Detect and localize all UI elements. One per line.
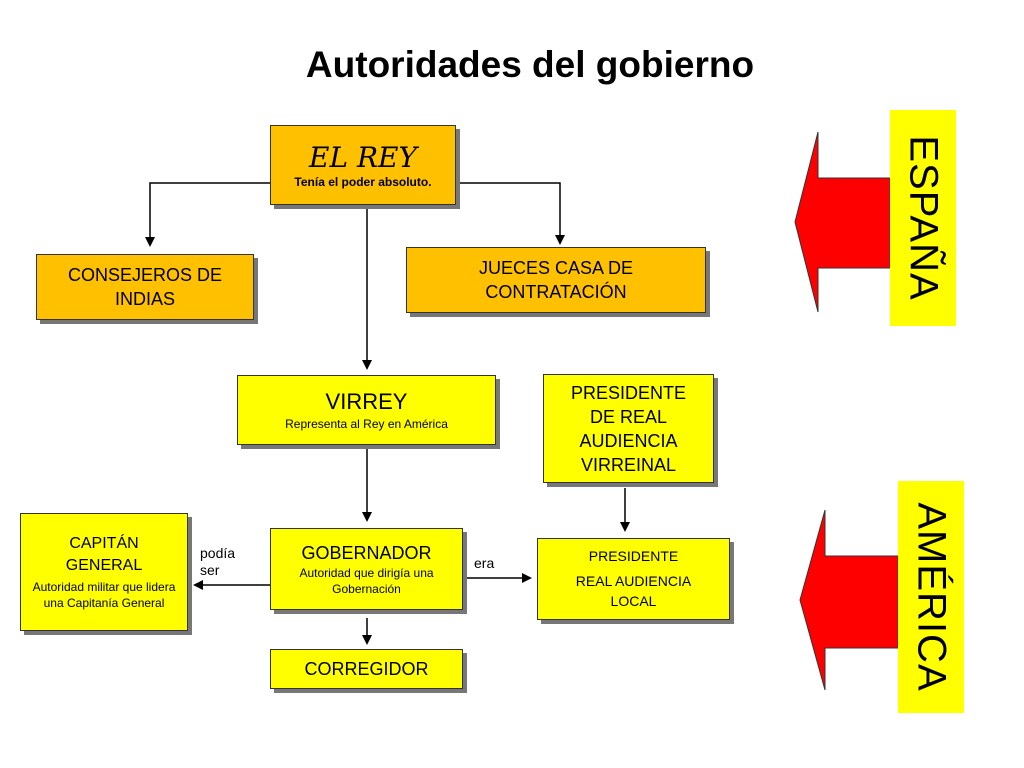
region-label-america: AMÉRICA (909, 502, 954, 692)
node-presidente-virreinal-name: PRESIDENTE DE REAL AUDIENCIA VIRREINAL (570, 382, 687, 475)
node-rey-desc: Tenía el poder absoluto. (294, 175, 432, 189)
arrow-rey-to-jueces (456, 182, 565, 245)
node-presidente-local-line1: PRESIDENTE (588, 548, 679, 564)
node-rey-name: EL REY (309, 141, 417, 174)
node-presidente-virreinal: PRESIDENTE DE REAL AUDIENCIA VIRREINAL (543, 374, 714, 483)
node-capitan: CAPITÁN GENERAL Autoridad militar que li… (20, 513, 188, 631)
node-gobernador-name: GOBERNADOR (301, 543, 432, 563)
node-capitan-name: CAPITÁN GENERAL (65, 535, 143, 574)
node-gobernador-desc: Autoridad que dirigía una Gobernación (299, 566, 434, 596)
node-jueces: JUECES CASA DE CONTRATACIÓN (406, 247, 706, 313)
node-rey: EL REY Tenía el poder absoluto. (270, 125, 456, 205)
red-arrow-espana (794, 131, 891, 313)
region-label-espana: ESPAÑA (901, 135, 946, 301)
region-panel-espana: ESPAÑA (890, 110, 956, 326)
red-arrow-america (799, 509, 899, 691)
node-corregidor-name: CORREGIDOR (304, 659, 429, 679)
arrow-rey-to-consejeros (145, 182, 270, 247)
node-consejeros-name: CONSEJEROS DE INDIAS (67, 265, 223, 309)
node-consejeros: CONSEJEROS DE INDIAS (36, 254, 254, 320)
node-corregidor: CORREGIDOR (270, 649, 463, 689)
node-virrey: VIRREY Representa al Rey en América (237, 375, 496, 445)
region-panel-america: AMÉRICA (898, 481, 964, 713)
node-capitan-desc: Autoridad militar que lidera una Capitan… (32, 580, 176, 610)
node-gobernador: GOBERNADOR Autoridad que dirigía una Gob… (270, 528, 463, 610)
node-jueces-name: JUECES CASA DE CONTRATACIÓN (478, 258, 634, 302)
node-virrey-name: VIRREY (325, 389, 408, 414)
page-title: Autoridades del gobierno (305, 44, 755, 85)
edge-label-podia-ser: podía ser (200, 545, 236, 578)
edge-label-era: era (474, 555, 495, 571)
node-presidente-local-line2: REAL AUDIENCIA LOCAL (575, 573, 692, 609)
node-presidente-local: PRESIDENTE REAL AUDIENCIA LOCAL (537, 538, 730, 620)
node-virrey-desc: Representa al Rey en América (285, 417, 448, 431)
